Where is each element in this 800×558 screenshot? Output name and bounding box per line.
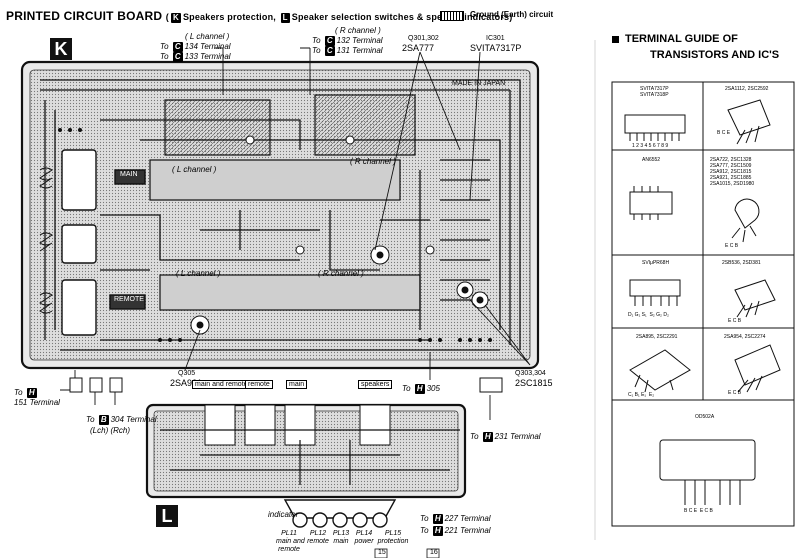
terminal-151-text: 151 Terminal: [14, 398, 60, 407]
terminal-134-text: 134 Terminal: [184, 42, 231, 51]
terminal-132-text: 132 Terminal: [336, 36, 383, 45]
ic301-type: SVITA7317P: [470, 43, 522, 53]
q301-type: 2SA777: [402, 43, 435, 53]
guide-cell-2sa895: 2SA895, 2SC2291: [636, 334, 678, 340]
guide-cell-2sb536: 2SB536, 2SD381: [722, 260, 761, 266]
pl11-label: PL11 main and remote: [276, 530, 305, 553]
guide-pins-2sb536: E C B: [728, 318, 742, 324]
pl15-label: PL15 protection: [377, 530, 409, 545]
q301-label: Q301,302: [408, 35, 439, 42]
lch-rch-label: (Lch) (Rch): [90, 426, 131, 435]
section-remote: remote: [245, 380, 273, 389]
page-number-boxes: [374, 548, 440, 558]
guide-cell-2sa722: 2SA722, 2SC1328 2SA777, 2SC1509 2SA912, …: [710, 157, 755, 187]
leader-lines: [60, 47, 531, 420]
remote-relay-label: REMOTE: [114, 296, 144, 303]
guide-pins-2sa722: E C B: [725, 243, 739, 249]
terminal-221-text: 221 Terminal: [444, 526, 491, 535]
guide-pins-svita7317p: 1 2 3 4 5 6 7 8 9: [632, 143, 669, 149]
terminal-guide-grid: [611, 81, 795, 527]
guide-title-line2: TRANSISTORS AND IC'S: [650, 49, 780, 61]
q305-type: 2SA921: [170, 378, 203, 388]
guide-cell-od502a: OD502A: [695, 414, 715, 420]
guide-pins-2sa954: E C B: [728, 390, 742, 396]
k-legend-text: Speakers protection,: [182, 12, 276, 22]
indicator-lamps: [283, 499, 397, 528]
guide-cell-2sa954: 2SA954, 2SC2274: [724, 334, 766, 340]
l-badge: L: [280, 13, 290, 23]
terminal-231-text: 231 Terminal: [494, 432, 541, 441]
main-relay-label: MAIN: [120, 171, 138, 178]
section-speakers: speakers: [358, 380, 393, 389]
board-l-badge: L: [156, 505, 178, 527]
bullet-icon: [612, 35, 619, 43]
pads: [58, 128, 492, 342]
section-main: main: [286, 380, 308, 389]
ground-swatch: [440, 11, 464, 21]
title-text: PRINTED CIRCUIT BOARD: [6, 9, 163, 23]
guide-pins-2sa895: C₁ B₁ E₁ E₂: [628, 392, 655, 398]
made-in-label: MADE IN JAPAN: [452, 80, 506, 87]
board-k-badge: K: [50, 38, 72, 60]
components: [190, 135, 489, 335]
guide-cell-svipr68h: SVIμPR68H: [642, 260, 670, 266]
q303-type: 2SC1815: [515, 378, 553, 388]
left-channel-label-top: ( L channel ): [185, 32, 230, 41]
right-channel-label-mid: ( R channel ): [350, 157, 396, 166]
guide-cell-an6552: AN6552: [642, 157, 661, 163]
ic301-label: IC301: [486, 35, 505, 42]
guide-pins-2sa1112: B C E: [717, 130, 731, 136]
terminal-304-text: 304 Terminal: [110, 415, 157, 424]
package-drawings: [624, 99, 781, 505]
pl14-label: PL14 power: [354, 530, 374, 545]
heatsinks: [149, 94, 421, 311]
l-legend-text: Speaker selection switches & speaker ind…: [291, 12, 513, 22]
q303-label: Q303,304: [515, 370, 546, 377]
guide-cell-svita7317p: SVITA7317P SVITA7318P: [640, 86, 669, 98]
guide-cell-2sa1112: 2SA1112, 2SC2592: [725, 86, 769, 92]
relays: [61, 149, 146, 336]
guide-title-line1: TERMINAL GUIDE OF: [625, 33, 738, 45]
board-k-outline: [20, 60, 540, 370]
terminal-305-text: 305: [426, 384, 440, 393]
l-traces: [160, 429, 460, 485]
section-main-and-remote: main and remote: [192, 380, 251, 389]
left-channel-label-mid: ( L channel ): [172, 165, 217, 174]
guide-pins-svipr68h: D₁ G₁ S₁ S₂ G₂ D₂: [628, 312, 669, 318]
ground-legend: Ground (Earth) circuit: [470, 10, 554, 19]
page-number-15: 15: [378, 549, 386, 556]
switch-blocks: [204, 404, 391, 446]
pl12-label: PL12 remote: [307, 530, 329, 545]
terminal-131-text: 131 Terminal: [336, 46, 383, 55]
pl13-label: PL13 main: [332, 530, 350, 545]
terminal-227-text: 227 Terminal: [444, 514, 491, 523]
right-channel-label-top: ( R channel ): [335, 26, 381, 35]
left-channel-label-low: ( L channel ): [176, 269, 221, 278]
coil-springs: [39, 167, 53, 314]
traces: [40, 79, 521, 351]
page-number-16: 16: [430, 549, 438, 556]
right-channel-label-low: ( R channel ): [318, 269, 364, 278]
terminal-133-text: 133 Terminal: [184, 52, 231, 61]
guide-pins-od502a: B C E E C B: [684, 508, 713, 514]
terminal-guide-title: TERMINAL GUIDE OF TRANSISTORS AND IC'S: [612, 31, 800, 63]
k-badge: K: [170, 13, 181, 23]
q305-label: Q305: [178, 370, 196, 377]
indicator-title: indicator: [268, 510, 299, 519]
k-board-connectors: [69, 377, 503, 393]
